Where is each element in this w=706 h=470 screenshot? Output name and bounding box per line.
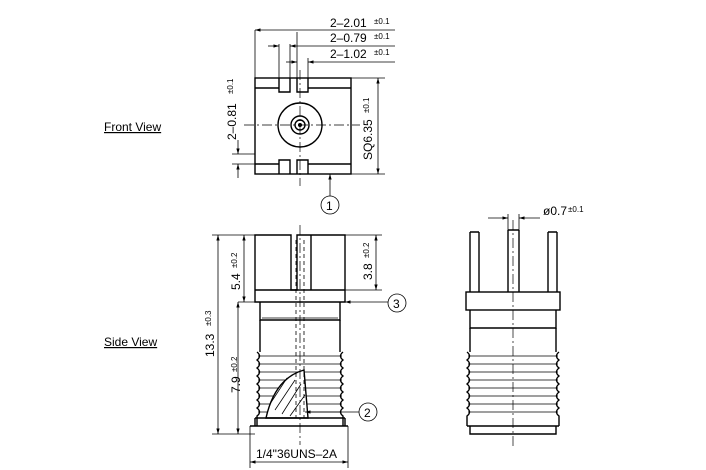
dim-3.8-value: 3.8 [361,263,375,280]
dim-5.4: 5.4 ±0.2 [229,235,255,303]
balloon-2-label: 2 [364,406,371,420]
side-view-label: Side View [104,335,157,349]
dim-3.8-tol: ±0.2 [362,242,371,258]
dim-phi0.7-tol: ±0.1 [568,205,584,214]
dim-13.3-tol: ±0.3 [204,310,213,326]
dim-7.9: 7.9 ±0.2 [229,302,243,434]
dim-2-2.01: 2–2.01 ±0.1 [254,16,395,78]
dim-2-0.79: 2–0.79 ±0.1 [268,31,395,78]
dim-3.8: 3.8 ±0.2 [345,234,382,291]
balloon-1: 1 [320,195,340,215]
balloon-3-label: 3 [393,297,400,311]
dim-phi0.7-value: ø0.7 [543,204,567,218]
balloon-2: 2 [305,402,378,422]
dim-7.9-tol: ±0.2 [230,356,239,372]
dim-7.9-value: 7.9 [229,376,243,393]
dim-sq6.35-value: SQ6.35 [361,119,375,160]
dim-2-0.81-value: 2–0.81 [225,103,239,140]
side-view-right [465,220,561,448]
dim-2-2.01-tol: ±0.1 [374,17,390,26]
dim-phi0.7: ø0.7 ±0.1 [488,204,584,230]
dim-thread: 1/4"36UNS–2A [249,426,349,468]
dim-13.3: 13.3 ±0.3 [203,234,255,435]
dim-2-0.79-tol: ±0.1 [374,32,390,41]
dim-thread-value: 1/4"36UNS–2A [256,447,337,461]
side-view [250,225,348,445]
dim-5.4-tol: ±0.2 [230,252,239,268]
front-view [244,70,360,196]
dim-2-0.81: 2–0.81 ±0.1 [225,78,255,178]
dim-2-0.81-tol: ±0.1 [226,78,235,94]
dim-13.3-value: 13.3 [203,333,217,357]
dim-2-2.01-value: 2–2.01 [330,16,367,30]
dim-2-1.02: 2–1.02 ±0.1 [286,47,395,78]
dim-2-1.02-value: 2–1.02 [330,47,367,61]
front-view-label: Front View [104,120,161,134]
dim-5.4-value: 5.4 [229,273,243,290]
balloon-1-label: 1 [326,199,333,213]
dim-2-1.02-tol: ±0.1 [374,48,390,57]
dim-sq6.35: SQ6.35 ±0.1 [351,77,385,175]
dim-sq6.35-tol: ±0.1 [362,97,371,113]
balloon-3: 3 [345,293,407,313]
dim-2-0.79-value: 2–0.79 [330,31,367,45]
